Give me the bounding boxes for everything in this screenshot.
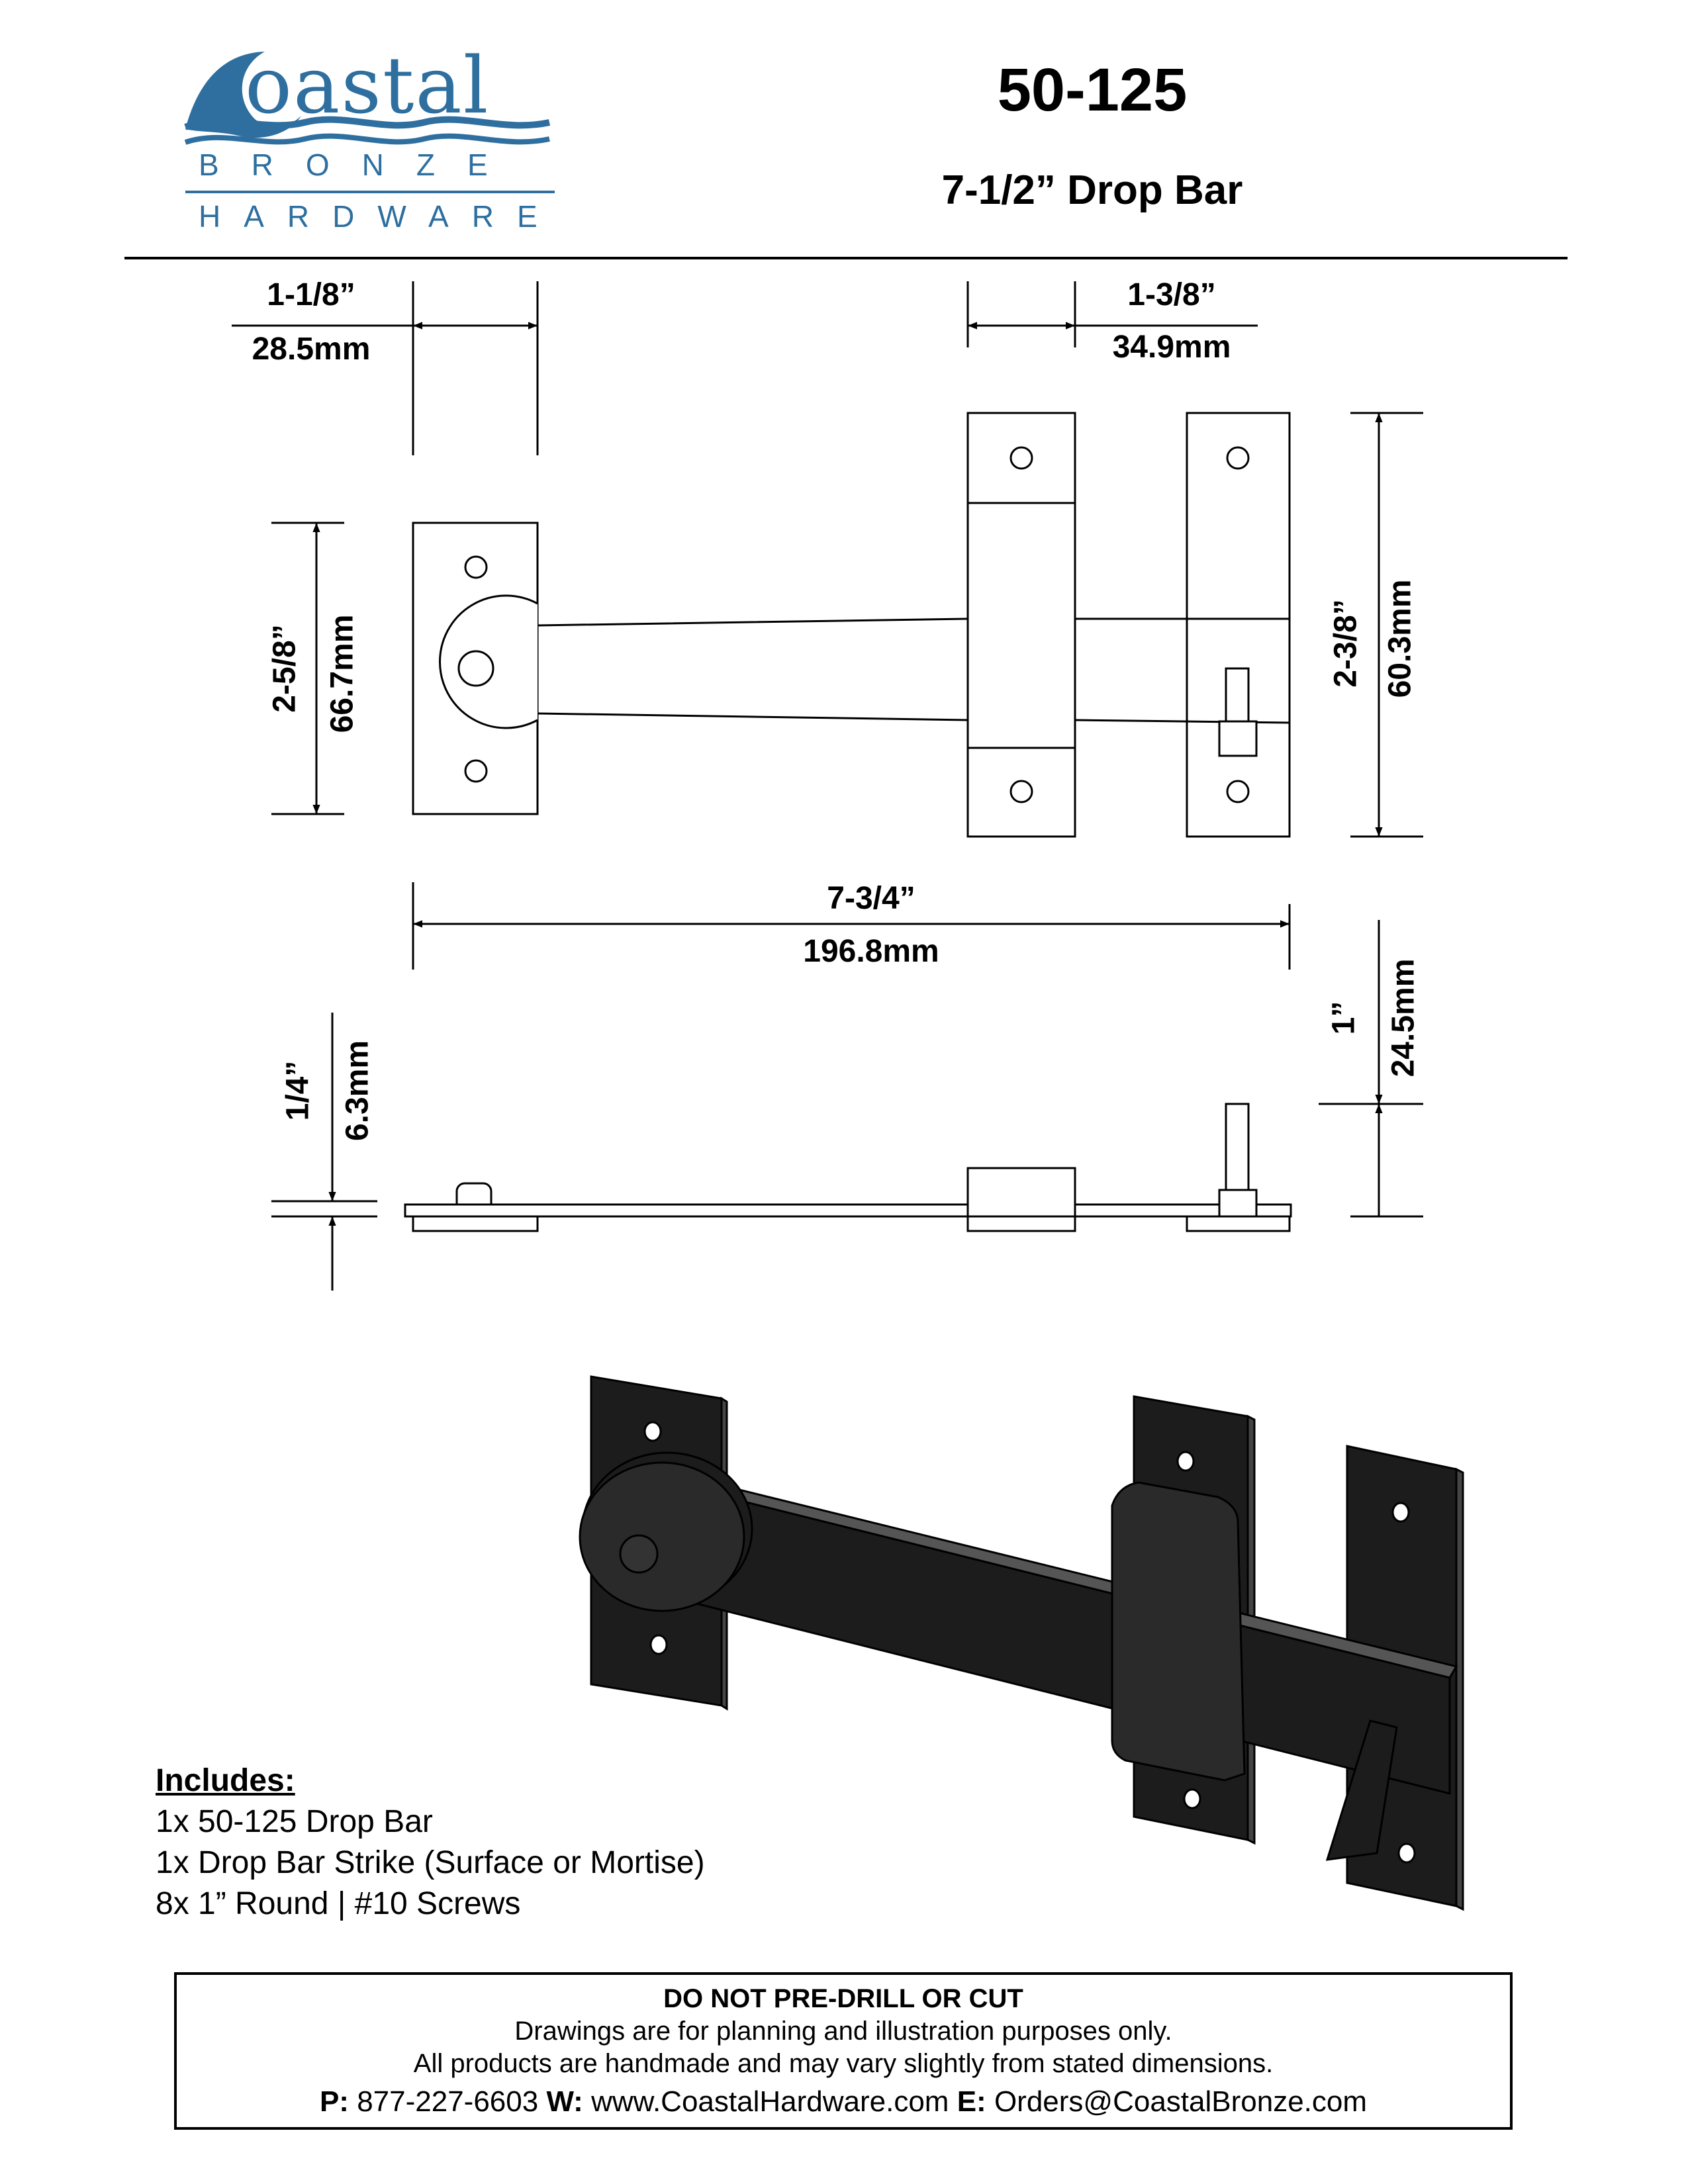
dim-strike-height-in: 2-3/8” [1328, 599, 1364, 688]
keeper-outline [966, 412, 1076, 838]
email-link[interactable]: Orders@CoastalBronze.com [994, 2085, 1368, 2118]
strike-outline [1186, 412, 1291, 838]
includes-title: Includes: [156, 1763, 295, 1798]
pivot-disc-outline [439, 594, 538, 729]
disclaimer-title: DO NOT PRE-DRILL OR CUT [663, 1984, 1023, 2013]
part-name: 7-1/2” Drop Bar [941, 167, 1243, 213]
phone-number[interactable]: 877-227-6603 [357, 2085, 539, 2118]
web-label: W: [546, 2085, 583, 2118]
logo-hardware-text: HARDWARE [199, 199, 561, 234]
dim-length-mm: 196.8mm [803, 934, 939, 969]
side-plate-outline [404, 1203, 1292, 1218]
dim-plate-width-in: 1-1/8” [267, 277, 355, 312]
phone-label: P: [319, 2085, 349, 2118]
list-item: 8x 1” Round | #10 Screws [156, 1886, 521, 1921]
logo-wordmark: oastal [245, 40, 490, 131]
includes-list: Includes: 1x 50-125 Drop Bar 1x Drop Bar… [156, 1760, 705, 1925]
website-link[interactable]: www.CoastalHardware.com [591, 2085, 949, 2118]
dim-plate-height-mm: 66.7mm [324, 614, 360, 733]
contact-line: P: 877-227-6603 W: www.CoastalHardware.c… [177, 2085, 1510, 2118]
list-item: 1x Drop Bar Strike (Surface or Mortise) [156, 1845, 705, 1880]
dim-plate-height-in: 2-5/8” [267, 624, 303, 713]
dim-plate-width-mm: 28.5mm [252, 332, 371, 367]
dim-thickness-in: 1/4” [280, 1060, 316, 1121]
dim-projection-in: 1” [1326, 1001, 1362, 1035]
logo-wave-icon [184, 52, 555, 193]
dim-length-in: 7-3/4” [827, 881, 915, 916]
dim-thickness-mm: 6.3mm [340, 1040, 375, 1142]
dim-strike-width-in: 1-3/8” [1127, 277, 1216, 312]
disclaimer-line-2: All products are handmade and may vary s… [413, 2049, 1274, 2078]
dim-strike-height-mm: 60.3mm [1382, 579, 1418, 698]
disclaimer-line-1: Drawings are for planning and illustrati… [514, 2017, 1172, 2046]
logo-bronze-text: BRONZE [199, 148, 520, 182]
dim-projection-mm: 24.5mm [1385, 958, 1421, 1077]
email-label: E: [957, 2085, 986, 2118]
part-number: 50-125 [997, 56, 1188, 124]
dim-strike-width-mm: 34.9mm [1112, 330, 1231, 365]
drop-bar-outline [537, 617, 968, 721]
disclaimer-box: DO NOT PRE-DRILL OR CUT Drawings are for… [174, 1972, 1513, 2130]
list-item: 1x 50-125 Drop Bar [156, 1804, 433, 1839]
drop-bar-render [579, 1375, 1464, 1911]
